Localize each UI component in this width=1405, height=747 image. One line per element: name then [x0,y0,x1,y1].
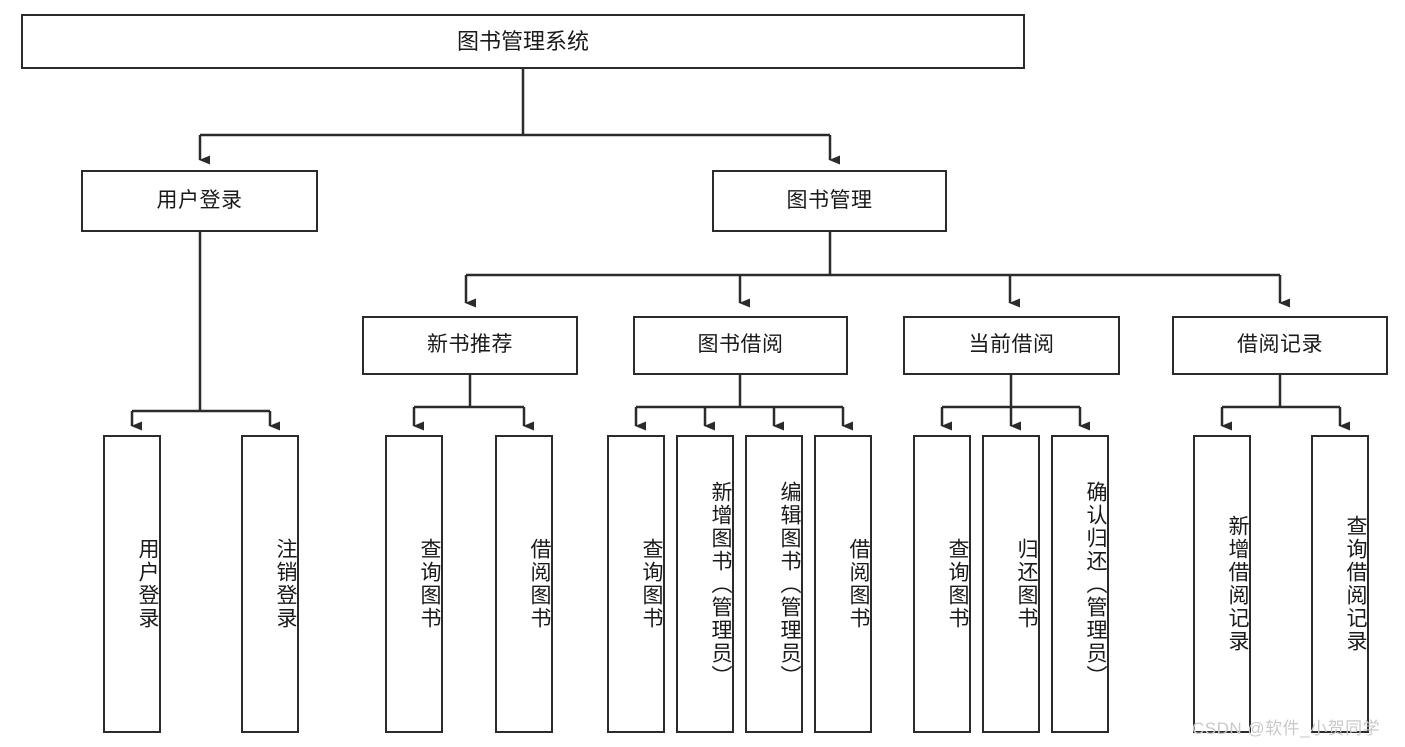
leaf-return-book[interactable]: 归还图书 [982,435,1040,733]
leaf-borrow-book-1[interactable]: 借阅图书 [495,435,553,733]
node-borrow-record-label: 借阅记录 [1237,333,1323,357]
leaf-add-record-label: 新增借阅记录 [1226,515,1249,653]
node-book-manage-label: 图书管理 [786,188,873,212]
node-root-label: 图书管理系统 [456,28,589,54]
node-book-borrow-label: 图书借阅 [697,333,784,357]
leaf-return-book-label: 归还图书 [1015,538,1038,630]
leaf-edit-book[interactable]: 编辑图书（管理员） [745,435,803,733]
node-new-book-rec[interactable]: 新书推荐 [362,316,578,375]
leaf-add-book[interactable]: 新增图书（管理员） [676,435,734,733]
node-user-login-label: 用户登录 [156,188,243,212]
node-current-borrow[interactable]: 当前借阅 [903,316,1120,375]
leaf-query-book-2-label: 查询图书 [640,538,663,630]
leaf-user-login[interactable]: 用户登录 [103,435,161,733]
node-book-manage[interactable]: 图书管理 [712,170,947,232]
leaf-user-logout[interactable]: 注销登录 [241,435,299,733]
leaf-query-record[interactable]: 查询借阅记录 [1311,435,1369,733]
node-new-book-rec-label: 新书推荐 [427,333,513,357]
watermark: CSDN @软件_小贺同学 [1192,719,1381,738]
leaf-borrow-book-2[interactable]: 借阅图书 [814,435,872,733]
leaf-confirm-return-label: 确认归还（管理员） [1084,480,1107,688]
leaf-query-book-2[interactable]: 查询图书 [607,435,665,733]
leaf-query-book-3-label: 查询图书 [946,538,969,630]
leaf-query-book-1-label: 查询图书 [418,538,441,630]
leaf-edit-book-label: 编辑图书（管理员） [778,480,801,688]
leaf-user-logout-label: 注销登录 [274,538,297,630]
node-root[interactable]: 图书管理系统 [21,14,1025,69]
leaf-query-record-label: 查询借阅记录 [1344,515,1367,653]
node-current-borrow-label: 当前借阅 [968,333,1055,357]
leaf-query-book-3[interactable]: 查询图书 [913,435,971,733]
leaf-confirm-return[interactable]: 确认归还（管理员） [1051,435,1109,733]
leaf-query-book-1[interactable]: 查询图书 [385,435,443,733]
leaf-add-book-label: 新增图书（管理员） [709,480,732,688]
node-book-borrow[interactable]: 图书借阅 [633,316,848,375]
node-user-login[interactable]: 用户登录 [81,170,318,232]
leaf-borrow-book-2-label: 借阅图书 [847,538,870,630]
leaf-user-login-label: 用户登录 [136,538,159,630]
node-borrow-record[interactable]: 借阅记录 [1172,316,1388,375]
leaf-borrow-book-1-label: 借阅图书 [528,538,551,630]
leaf-add-record[interactable]: 新增借阅记录 [1193,435,1251,733]
